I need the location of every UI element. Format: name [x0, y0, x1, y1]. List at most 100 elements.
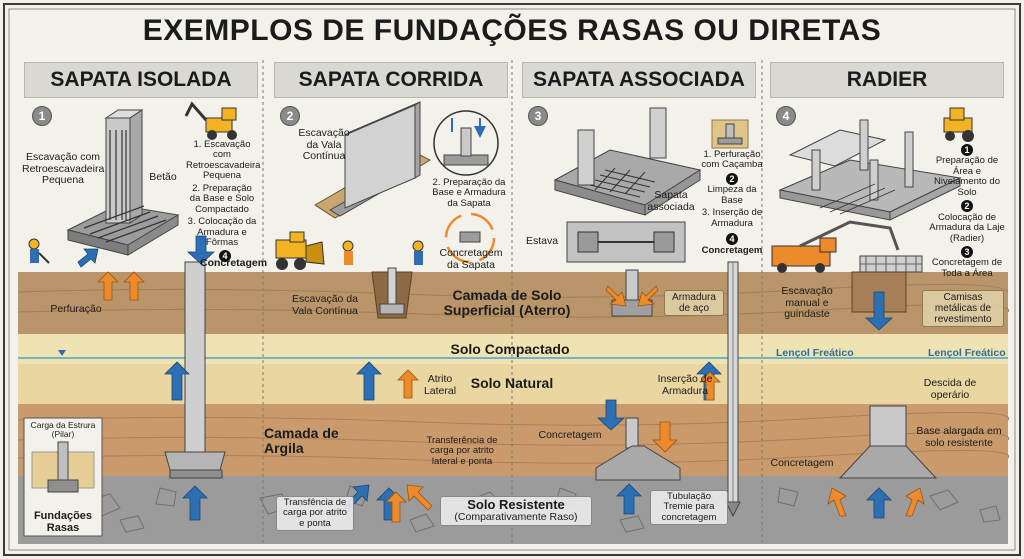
step-text: 1. Escavação com Retroescavadeira Pequen… — [186, 139, 261, 182]
arrow-up-orange — [123, 271, 145, 301]
arrow-up-blue — [616, 483, 642, 515]
arrow-up-blue — [866, 487, 892, 519]
section-number: 2 — [280, 106, 300, 126]
label-lateral-friction: Atrito Lateral — [423, 373, 457, 397]
layer-label-clay: Camada de Argila — [264, 425, 339, 457]
diagonal-arrows — [406, 484, 433, 511]
strip-concrete-cycle — [444, 212, 496, 264]
step-text: Concretagem de Toda a Área — [931, 257, 1003, 279]
step-text: Concretagem — [701, 244, 763, 256]
label-trench: Escavação da Vala Contínua — [292, 293, 358, 317]
arrow-up-blue — [164, 361, 190, 401]
step-text: 3. Colocação da Armadura e Fôrmas — [187, 216, 257, 248]
step-number-badge: 4 — [219, 250, 231, 262]
label-excavation: Escavação com Retroescavadeira Pequena — [22, 151, 105, 187]
backhoe-icon — [184, 101, 237, 140]
radier-3d — [778, 119, 962, 221]
label-combined: Sapata associada — [647, 189, 695, 213]
layer-label-surface: Camada de Solo Superficial (Aterro) — [443, 287, 571, 319]
isolada-steps: 1. Escavação com Retroescavadeira Pequen… — [186, 139, 261, 248]
page-title: EXEMPLOS DE FUNDAÇÕES RASAS OU DIRETAS — [142, 14, 882, 47]
step-text: 3. Inserção de Armadura — [701, 207, 763, 229]
label-manual-excavation: Escavação manual e guindaste — [781, 285, 833, 321]
arrow-diag-orange — [406, 484, 433, 511]
label-rebar: Armadura de aço — [664, 290, 724, 316]
step-text: 2. Preparação da Base e Solo Compactado — [189, 182, 255, 215]
column-dividers — [262, 60, 763, 545]
worker-icon — [412, 240, 424, 265]
section-number: 3 — [528, 106, 548, 126]
step-number-badge: 1 — [961, 144, 973, 156]
step-text: Preparação de Área e Nivelamento do Solo — [933, 155, 1000, 198]
associada-steps: 1. Perfuração com Caçamba 2 Limpeza da B… — [700, 149, 764, 256]
label-tremie: Tubulação Tremie para concretagem — [650, 490, 728, 526]
tremie-pipe — [725, 261, 741, 518]
rebar — [83, 130, 167, 243]
step-number: 4 — [218, 246, 232, 264]
section-number: 1 — [32, 106, 52, 126]
arrow-up-orange — [385, 491, 407, 523]
label-base: Base alargada em solo resistente — [916, 425, 1002, 449]
worker-icon — [28, 238, 50, 264]
tractor-icon — [943, 107, 974, 142]
friction-arrows — [97, 271, 925, 523]
step-number-badge: 2 — [961, 200, 973, 213]
label-worker: Descida de operário — [923, 377, 977, 401]
section-number: 4 — [776, 106, 796, 126]
label-concreting: Concretagem — [200, 257, 268, 269]
water-table-icon — [58, 350, 66, 356]
step-text: Colocação de Armadura da Laje (Radier) — [929, 211, 1005, 244]
inset-caption: Fundações Rasas — [33, 510, 93, 535]
step-text: 1. Perfuração com Caçamba — [701, 149, 763, 171]
arrow-down-blue — [186, 235, 216, 265]
inset-title: Carga da Estrura (Pilar) — [30, 420, 96, 440]
arrow-up-blue — [356, 361, 382, 401]
label-casing: Camisas metálicas de revestimento — [922, 290, 1004, 327]
pump-truck-icon — [771, 220, 900, 273]
label-drilling: Perfuração — [50, 303, 102, 315]
arrow-down-blue — [596, 399, 626, 431]
arrow-up-orange — [699, 371, 721, 401]
layer-label-compacted: Solo Compactado — [450, 341, 570, 357]
step-number-badge: 3 — [961, 245, 973, 258]
arrow-up-orange — [97, 271, 119, 301]
step-text: Limpeza da Base — [707, 184, 757, 206]
arrow-down-blue — [864, 291, 894, 331]
arrow-up-orange — [905, 487, 925, 517]
water-table-label: Lençol Freático — [928, 347, 1006, 359]
bulldozer-icon — [275, 231, 325, 270]
label-strip-prep: 2. Preparação da Base e Armadura da Sapa… — [432, 177, 506, 209]
label-insert: Inserção de Armadura — [657, 373, 713, 397]
isolated-pile — [164, 261, 226, 479]
water-table-label: Lençol Freático — [776, 347, 854, 359]
label-concreting-4: Concretagem — [770, 457, 834, 469]
strip-footing-3d — [314, 101, 432, 219]
section-header-corrida: SAPATA CORRIDA — [274, 62, 508, 98]
label-trench-top: Escavação da Vala Contínua — [298, 127, 350, 163]
label-concrete: Betão — [149, 171, 177, 183]
strip-trench — [371, 267, 413, 319]
inner-frame — [8, 8, 1016, 551]
arrow-down-orange — [637, 285, 659, 307]
label-concreting-3: Concretagem — [538, 429, 602, 441]
label-beam: Estava — [525, 235, 559, 247]
resistant-note: (Comparativamente Raso) — [454, 511, 578, 524]
layer-label-resistant: Solo Resistente (Comparativamente Raso) — [440, 496, 592, 526]
arrow-diag-blue — [77, 248, 99, 268]
label-transfer: Transferência de carga por atrito latera… — [426, 435, 498, 467]
section-header-associada: SAPATA ASSOCIADA — [522, 62, 756, 98]
resistant-title: Solo Resistente — [467, 497, 565, 512]
cup-footing-icon — [711, 119, 749, 149]
section-header-isolada: SAPATA ISOLADA — [24, 62, 258, 98]
step-number-badge: 4 — [726, 233, 738, 246]
layer-label-natural: Solo Natural — [470, 375, 554, 391]
radier-steps: 1 Preparação de Área e Nivelamento do So… — [926, 144, 1008, 279]
label-transfer-2: Transfência de carga por atrito e ponta — [276, 496, 354, 532]
combined-footing-3d — [553, 107, 702, 216]
combined-plan-view — [566, 221, 686, 263]
step-number-badge: 2 — [726, 172, 738, 185]
arrow-up-blue — [182, 485, 208, 521]
inset-box — [23, 417, 103, 537]
